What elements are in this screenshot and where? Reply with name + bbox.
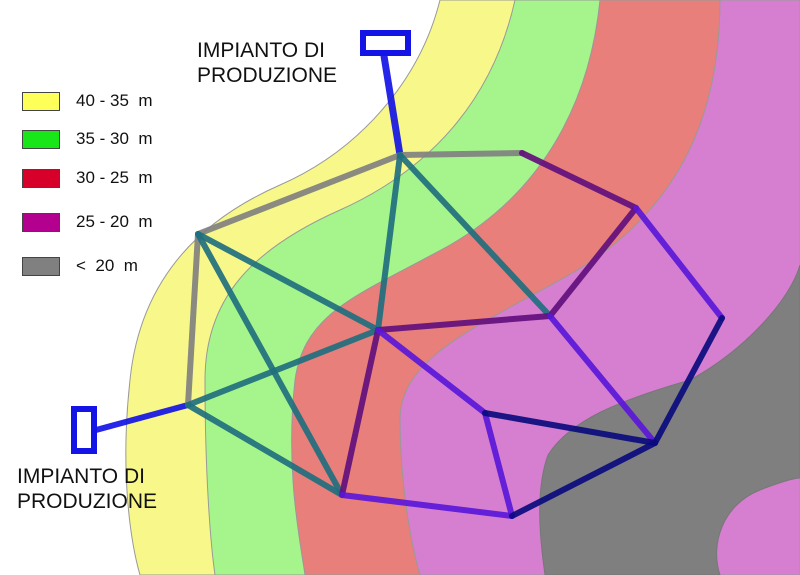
pipe-f <box>375 152 403 333</box>
pipe-a <box>397 150 525 158</box>
pipe-c <box>185 231 201 408</box>
legend-item-30-25: 30 - 25 m <box>22 165 153 191</box>
pipe-b <box>195 152 403 237</box>
pipe-o <box>375 327 488 416</box>
legend-swatch <box>22 212 60 232</box>
pipe-t <box>482 410 658 446</box>
left-plant-label-line2: PRODUZIONE <box>17 490 158 513</box>
pipe-m <box>547 205 639 319</box>
pipe-s <box>652 315 725 446</box>
legend-label: < 20 m <box>76 256 138 275</box>
pipe-e <box>195 231 381 333</box>
pipe-u <box>509 440 658 519</box>
legend-label: 25 - 20 m <box>76 212 153 231</box>
top-plant-label-line2: PRODUZIONE <box>197 64 338 87</box>
top-plant-label: IMPIANTO DI PRODUZIONE <box>197 38 337 88</box>
pipe-r <box>339 492 515 519</box>
left-plant-label-line1: IMPIANTO DI <box>17 465 145 488</box>
pipe-i <box>185 327 381 408</box>
pipe-h <box>185 402 345 498</box>
pipe-d <box>195 231 345 498</box>
pipe-p <box>547 313 658 446</box>
production-plant-left <box>71 406 97 454</box>
legend-label: 30 - 25 m <box>76 168 153 187</box>
pipe-q <box>482 410 515 519</box>
legend-swatch <box>22 91 60 111</box>
left-plant-label: IMPIANTO DI PRODUZIONE <box>17 464 157 514</box>
pipe-l <box>339 327 381 498</box>
legend-swatch <box>22 168 60 188</box>
pipe-k <box>375 313 553 333</box>
connector-top-plant <box>380 52 404 159</box>
connector-left-plant <box>93 402 191 433</box>
legend-item-below-20: < 20 m <box>22 253 138 279</box>
pipe-n <box>633 205 725 321</box>
pipeline-network <box>185 150 725 519</box>
legend-swatch <box>22 256 60 276</box>
legend-item-35-30: 35 - 30 m <box>22 126 153 152</box>
top-plant-label-line1: IMPIANTO DI <box>197 39 325 62</box>
legend-label: 35 - 30 m <box>76 129 153 148</box>
pipe-j <box>519 150 639 211</box>
legend-item-25-20: 25 - 20 m <box>22 209 153 235</box>
pipe-g <box>397 152 553 319</box>
production-plant-top <box>360 30 411 56</box>
legend-item-40-35: 40 - 35 m <box>22 88 153 114</box>
legend-label: 40 - 35 m <box>76 91 153 110</box>
legend-swatch <box>22 129 60 149</box>
